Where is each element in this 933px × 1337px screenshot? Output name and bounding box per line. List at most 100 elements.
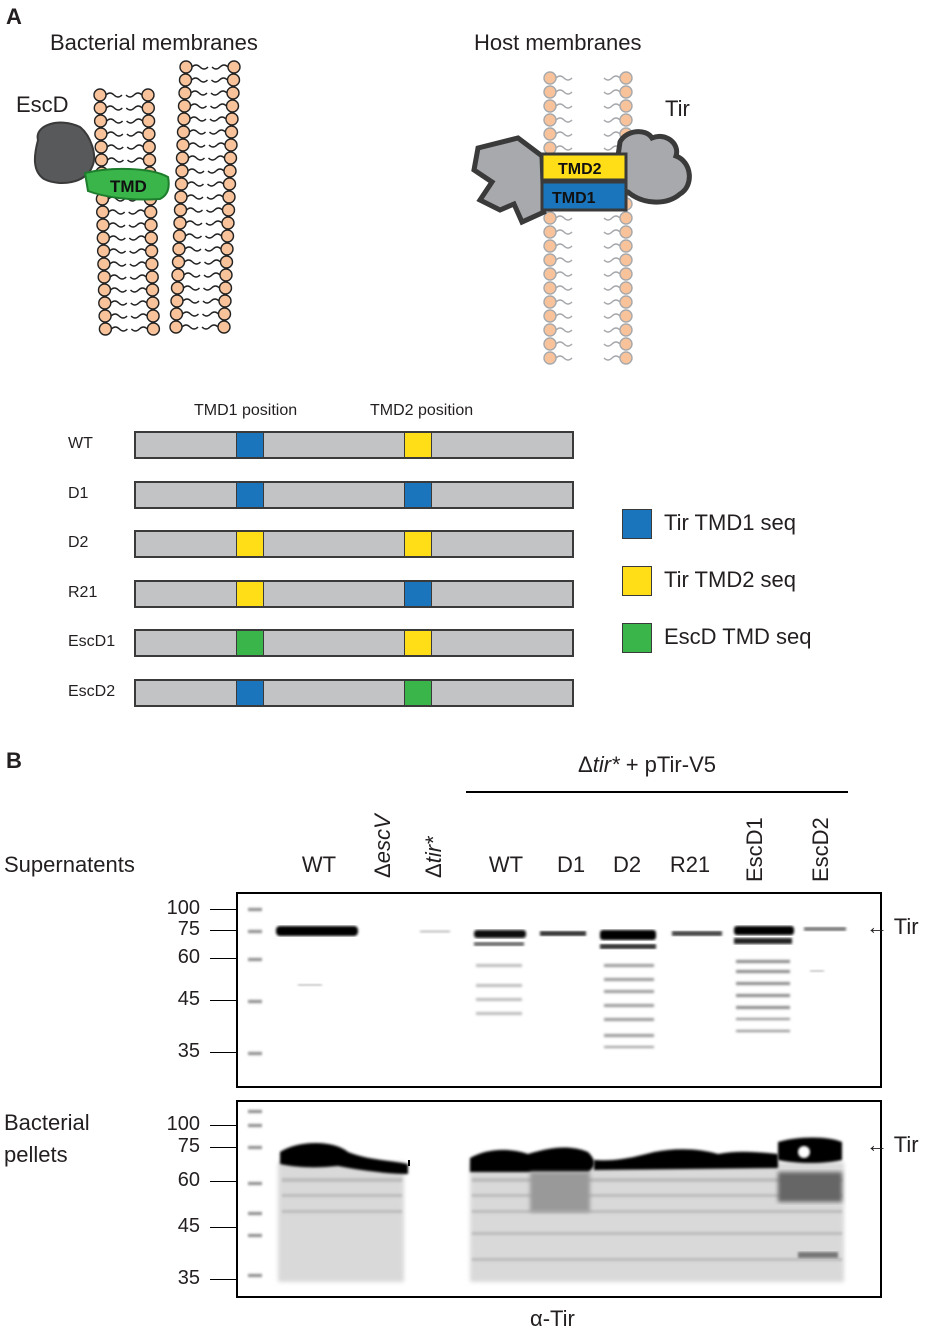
mw-marker-label: 35 bbox=[177, 1267, 200, 1289]
mw-marker-label: 100 bbox=[166, 897, 200, 919]
tmd1-segment bbox=[236, 433, 264, 457]
tmd1-text: TMD1 bbox=[552, 190, 596, 207]
tmd2-segment bbox=[404, 532, 432, 556]
supernatants-bands bbox=[248, 908, 846, 1055]
construct-label: D2 bbox=[68, 534, 89, 551]
antibody-label: α-Tir bbox=[530, 1306, 575, 1331]
mw-marker-tick bbox=[210, 958, 236, 959]
tmd2-segment bbox=[404, 433, 432, 457]
lane-label-wt2: WT bbox=[488, 852, 524, 877]
bacterial-membrane-illustration: TMD bbox=[33, 60, 241, 336]
escd-tmd-shape bbox=[83, 167, 170, 201]
escd-tmd-text: TMD bbox=[110, 177, 147, 196]
mw-marker-tick bbox=[210, 1147, 236, 1148]
panel-b-letter: B bbox=[6, 748, 22, 773]
bacterial-inner-bilayer bbox=[93, 88, 161, 336]
legend-swatch bbox=[622, 566, 652, 596]
lane-escv-italic: escV bbox=[370, 814, 395, 864]
tir-tmd2-block bbox=[540, 152, 628, 182]
group-header-delta: Δ bbox=[578, 752, 593, 777]
mw-marker-tick bbox=[210, 1052, 236, 1053]
lane-label-dtir: Δtir* bbox=[421, 836, 447, 878]
construct-label: EscD2 bbox=[68, 682, 116, 700]
construct-label: R21 bbox=[68, 583, 98, 601]
host-bilayer bbox=[543, 71, 633, 365]
escd-protein-body bbox=[33, 121, 96, 184]
host-membrane-illustration: TMD2 TMD1 bbox=[471, 71, 692, 365]
mw-marker-tick bbox=[210, 930, 236, 931]
tmd2-position-header: TMD2 position bbox=[370, 402, 474, 419]
mw-marker-tick bbox=[210, 1227, 236, 1228]
supernatants-blot bbox=[236, 892, 882, 1088]
group-header: Δtir* + pTir-V5 bbox=[578, 752, 716, 778]
mw-marker-tick bbox=[210, 1000, 236, 1001]
mw-marker-tick bbox=[210, 1279, 236, 1280]
tmd2-segment bbox=[404, 482, 432, 507]
tir-arrow-supernatants: ← Tir bbox=[866, 914, 919, 939]
group-header-italic: tir* bbox=[592, 752, 620, 777]
construct-label: D1 bbox=[68, 484, 89, 502]
group-header-suffix: + pTir-V5 bbox=[619, 752, 716, 777]
lane-label-r21: R21 bbox=[669, 852, 711, 877]
construct-bar bbox=[134, 431, 574, 459]
bacterial-membranes-title: Bacterial membranes bbox=[50, 30, 258, 55]
tir-arrow-pellets: ← Tir bbox=[866, 1132, 919, 1157]
panel-a-letter: A bbox=[6, 4, 22, 29]
supernatants-label: Supernatents bbox=[4, 852, 135, 877]
tmd1-segment bbox=[236, 532, 264, 556]
tmd1-segment bbox=[236, 482, 264, 507]
tmd1-segment bbox=[236, 581, 264, 606]
lane-label-d1: D1 bbox=[556, 852, 586, 877]
tir-tmd1-block bbox=[540, 180, 628, 212]
tmd1-position-header: TMD1 position bbox=[194, 402, 298, 419]
legend-swatch bbox=[622, 509, 652, 539]
mw-marker-label: 100 bbox=[166, 1113, 200, 1135]
mw-marker-label: 60 bbox=[177, 946, 200, 968]
legend-label: Tir TMD1 seq bbox=[664, 510, 797, 535]
tir-left-domain bbox=[471, 135, 547, 226]
pellets-label-line1: Bacterial bbox=[4, 1110, 90, 1135]
mw-marker-label: 60 bbox=[177, 1169, 200, 1191]
tmd1-segment bbox=[236, 631, 264, 655]
lane-label-wt: WT bbox=[301, 852, 337, 877]
mw-marker-tick bbox=[210, 909, 236, 910]
tmd2-segment bbox=[404, 631, 432, 655]
construct-label: WT bbox=[68, 435, 93, 452]
tir-protein-label: Tir bbox=[665, 96, 690, 121]
legend-label: EscD TMD seq bbox=[664, 624, 812, 649]
escd-label: EscD bbox=[16, 92, 69, 117]
legend-label: Tir TMD2 seq bbox=[664, 567, 797, 592]
pellets-bands bbox=[248, 1110, 844, 1282]
pellets-blot bbox=[236, 1100, 882, 1298]
legend-swatch bbox=[622, 623, 652, 653]
lane-label-escd1: EscD1 bbox=[742, 817, 767, 882]
mw-marker-tick bbox=[210, 1181, 236, 1182]
construct-bar bbox=[134, 480, 574, 509]
lane-dtir-delta: Δ bbox=[421, 863, 446, 878]
lane-label-d2: D2 bbox=[612, 852, 642, 877]
group-header-line bbox=[466, 791, 848, 793]
lane-label-escd2: EscD2 bbox=[808, 817, 833, 882]
mw-marker-label: 45 bbox=[177, 988, 200, 1010]
mw-marker-label: 45 bbox=[177, 1215, 200, 1237]
bacterial-outer-bilayer bbox=[169, 60, 241, 334]
construct-bar bbox=[134, 629, 574, 657]
lane-escv-delta: Δ bbox=[370, 863, 395, 878]
mw-marker-label: 35 bbox=[177, 1040, 200, 1062]
construct-label: EscD1 bbox=[68, 633, 116, 650]
pellets-label-line2: pellets bbox=[4, 1142, 68, 1167]
mw-marker-tick bbox=[210, 1125, 236, 1126]
tmd1-segment bbox=[236, 680, 264, 705]
lane-label-escv: ΔescV bbox=[370, 814, 396, 878]
lane-dtir-italic: tir* bbox=[421, 836, 446, 864]
construct-bar bbox=[134, 579, 574, 608]
tmd2-segment bbox=[404, 680, 432, 705]
tmd2-text: TMD2 bbox=[558, 161, 602, 178]
mw-marker-label: 75 bbox=[177, 918, 200, 940]
tir-right-domain bbox=[615, 129, 692, 205]
mw-marker-label: 75 bbox=[177, 1135, 200, 1157]
host-membranes-title: Host membranes bbox=[474, 30, 642, 55]
construct-bar bbox=[134, 678, 574, 707]
tmd2-segment bbox=[404, 581, 432, 606]
construct-bar bbox=[134, 530, 574, 558]
